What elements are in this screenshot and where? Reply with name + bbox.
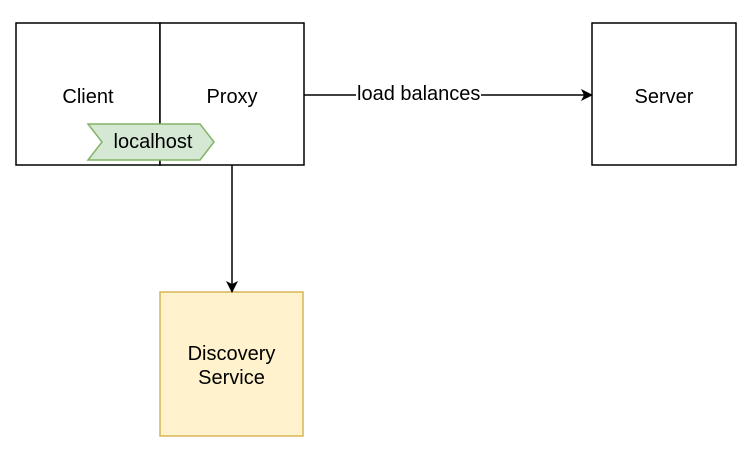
proxy-label: Proxy <box>206 86 258 108</box>
localhost-tag-shape[interactable] <box>86 123 215 161</box>
discovery-service-node[interactable] <box>159 291 304 437</box>
server-label: Server <box>634 86 694 108</box>
client-label: Client <box>62 86 114 108</box>
localhost-tag-label: localhost <box>113 131 193 153</box>
load-balances-edge-label: load balances <box>356 82 482 106</box>
discovery-service-label-line1: Discovery <box>187 343 276 365</box>
server-node[interactable] <box>591 22 737 166</box>
discovery-service-label-line2: Service <box>198 367 265 389</box>
